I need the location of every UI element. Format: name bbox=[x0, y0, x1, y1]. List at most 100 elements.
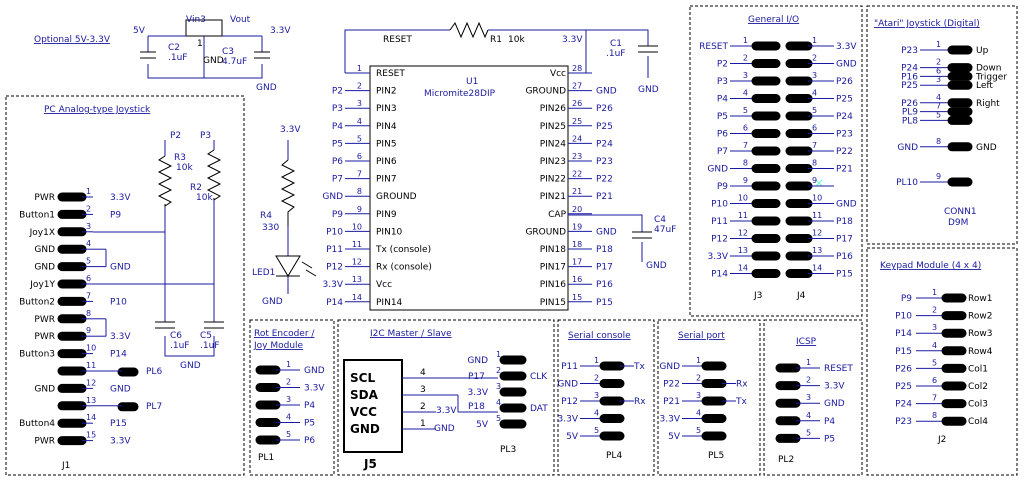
mcu-left-pin-name: Vcc bbox=[376, 280, 392, 290]
gio-left-pin-number: 3 bbox=[743, 71, 748, 80]
led-ref: LED1 bbox=[252, 268, 275, 278]
pl3-net-label: 5V bbox=[476, 420, 489, 430]
mcu-right-pin-name: PIN23 bbox=[540, 157, 566, 167]
gio-right-net-label: P21 bbox=[836, 165, 853, 175]
mcu-right-net-label: P25 bbox=[596, 122, 613, 132]
rot-net-label: GND bbox=[304, 366, 325, 376]
joystick-pin-number: 12 bbox=[86, 378, 96, 387]
joystick-pin-name: Button2 bbox=[19, 297, 55, 307]
gio-left-pin-number: 5 bbox=[743, 106, 748, 115]
mcu-left-pin-number: 5 bbox=[357, 134, 362, 143]
gio-right-pin-number: 3 bbox=[812, 71, 817, 80]
gio-left-pin-number: 6 bbox=[743, 124, 748, 133]
gio-left-net-label: P2 bbox=[717, 60, 728, 70]
joystick-pin-number: 7 bbox=[86, 291, 91, 300]
icsp-net-label: GND bbox=[824, 399, 845, 409]
gio-left-net-label: GND bbox=[707, 165, 728, 175]
icsp-title: ICSP bbox=[796, 337, 817, 347]
joystick-net-label: P14 bbox=[110, 350, 127, 360]
mcu-left-net-label: P12 bbox=[326, 263, 343, 273]
icsp-pin-number: 3 bbox=[806, 393, 811, 402]
mcu-left-net-label: P14 bbox=[326, 298, 343, 308]
pl3-pin-number: 4 bbox=[496, 398, 501, 407]
gio-right-pin-number: 12 bbox=[812, 229, 822, 238]
keypad-pin-name: Row2 bbox=[968, 312, 992, 322]
mcu-right-pin-number: 25 bbox=[572, 117, 582, 126]
joystick-net-label: 3.3V bbox=[110, 437, 131, 447]
gio-left-pin-number: 13 bbox=[738, 246, 748, 255]
icsp-net-label: RESET bbox=[824, 364, 853, 374]
gio-left-net-label: P3 bbox=[717, 77, 728, 87]
general-io-ref-right: J4 bbox=[796, 291, 806, 301]
joystick-net-label: 3.3V bbox=[110, 332, 131, 342]
icsp-pin-number: 1 bbox=[806, 358, 811, 367]
serial_console-pin-number: 3 bbox=[594, 391, 599, 400]
gio-left-net-label: P11 bbox=[711, 217, 728, 227]
joystick-net-label: P9 bbox=[110, 210, 121, 220]
c4-gnd: GND bbox=[646, 261, 667, 271]
joystick-net-label: 3.3V bbox=[110, 193, 131, 203]
mcu-right-pin-name: GROUND bbox=[525, 227, 566, 237]
gio-right-net-label: GND bbox=[836, 60, 857, 70]
gio-right-net-label: P26 bbox=[836, 77, 853, 87]
keypad-net-label: P23 bbox=[895, 417, 912, 427]
joystick-pin-number: 8 bbox=[86, 309, 91, 318]
serial_port-pin-number: 2 bbox=[696, 374, 701, 383]
mcu-right-pin-number: 15 bbox=[572, 293, 582, 302]
mcu-left-net-label: P4 bbox=[332, 122, 343, 132]
joystick-pin-number: 9 bbox=[86, 326, 91, 335]
joystick-box bbox=[5, 95, 245, 476]
rot-pin-number: 4 bbox=[286, 413, 291, 422]
atari-net-label: P25 bbox=[901, 81, 918, 91]
joystick-pin-name: Button1 bbox=[19, 210, 55, 220]
r2-value: 10k bbox=[196, 193, 213, 203]
keypad-pin-number: 8 bbox=[932, 411, 937, 420]
gio-left-pin-number: 9 bbox=[743, 176, 748, 185]
rot-pin-number: 1 bbox=[286, 360, 291, 369]
r3-ref: R3 bbox=[174, 153, 186, 163]
mcu-right-pin-number: 21 bbox=[572, 187, 582, 196]
mcu-left-pin-number: 10 bbox=[352, 222, 362, 231]
mcu-right-pin-name: PIN21 bbox=[540, 192, 566, 202]
j5-pin-name: SCL bbox=[350, 371, 375, 385]
mcu-right-pin-name: Vcc bbox=[550, 69, 566, 79]
gio-right-pin-number: 8 bbox=[812, 159, 817, 168]
j5-body bbox=[343, 359, 403, 453]
serial_port-pin-number: 1 bbox=[696, 356, 701, 365]
c1-capacitor bbox=[638, 45, 658, 53]
r1-ref: R1 bbox=[490, 35, 502, 45]
reset-net-label: RESET bbox=[383, 35, 412, 45]
joystick-pin-number: 11 bbox=[86, 361, 96, 370]
atari-ref: CONN1 bbox=[944, 207, 977, 217]
mcu-left-net-label: P11 bbox=[326, 245, 343, 255]
keypad-pin-name: Row3 bbox=[968, 329, 992, 339]
keypad-net-label: P9 bbox=[901, 294, 912, 304]
joystick-pin-name: Joy1X bbox=[29, 228, 55, 238]
gio-right-pin-number: 7 bbox=[812, 141, 817, 150]
atari-pin-name: Up bbox=[976, 46, 989, 56]
serial_port-net-label: 5V bbox=[668, 432, 681, 442]
mcu-right-net-label: P15 bbox=[596, 298, 613, 308]
keypad-ref: J2 bbox=[937, 435, 946, 445]
gio-right-net-label: P18 bbox=[836, 217, 853, 227]
serial_console-net-label: P11 bbox=[561, 362, 578, 372]
mcu-right-net-label: P26 bbox=[596, 104, 613, 114]
mcu-right-pin-name: PIN25 bbox=[540, 122, 566, 132]
regulator-gnd-label: GND bbox=[256, 83, 277, 93]
regulator-title: Optional 5V-3.3V bbox=[34, 35, 111, 45]
j5-pin-number: 3 bbox=[420, 385, 426, 395]
keypad-pin-number: 7 bbox=[932, 394, 937, 403]
mcu-left-pin-name: PIN2 bbox=[376, 87, 397, 97]
atari-pin-number: 6 bbox=[936, 66, 941, 75]
serial-console-title: Serial console bbox=[568, 331, 631, 341]
joystick-pin-name: GND bbox=[34, 263, 55, 273]
i2c-net-label: 3.3V bbox=[436, 406, 457, 416]
c4-wire bbox=[568, 214, 643, 262]
r3-value: 10k bbox=[176, 163, 193, 173]
joystick-pin-name: GND bbox=[34, 245, 55, 255]
gio-cross-mark bbox=[815, 179, 823, 187]
